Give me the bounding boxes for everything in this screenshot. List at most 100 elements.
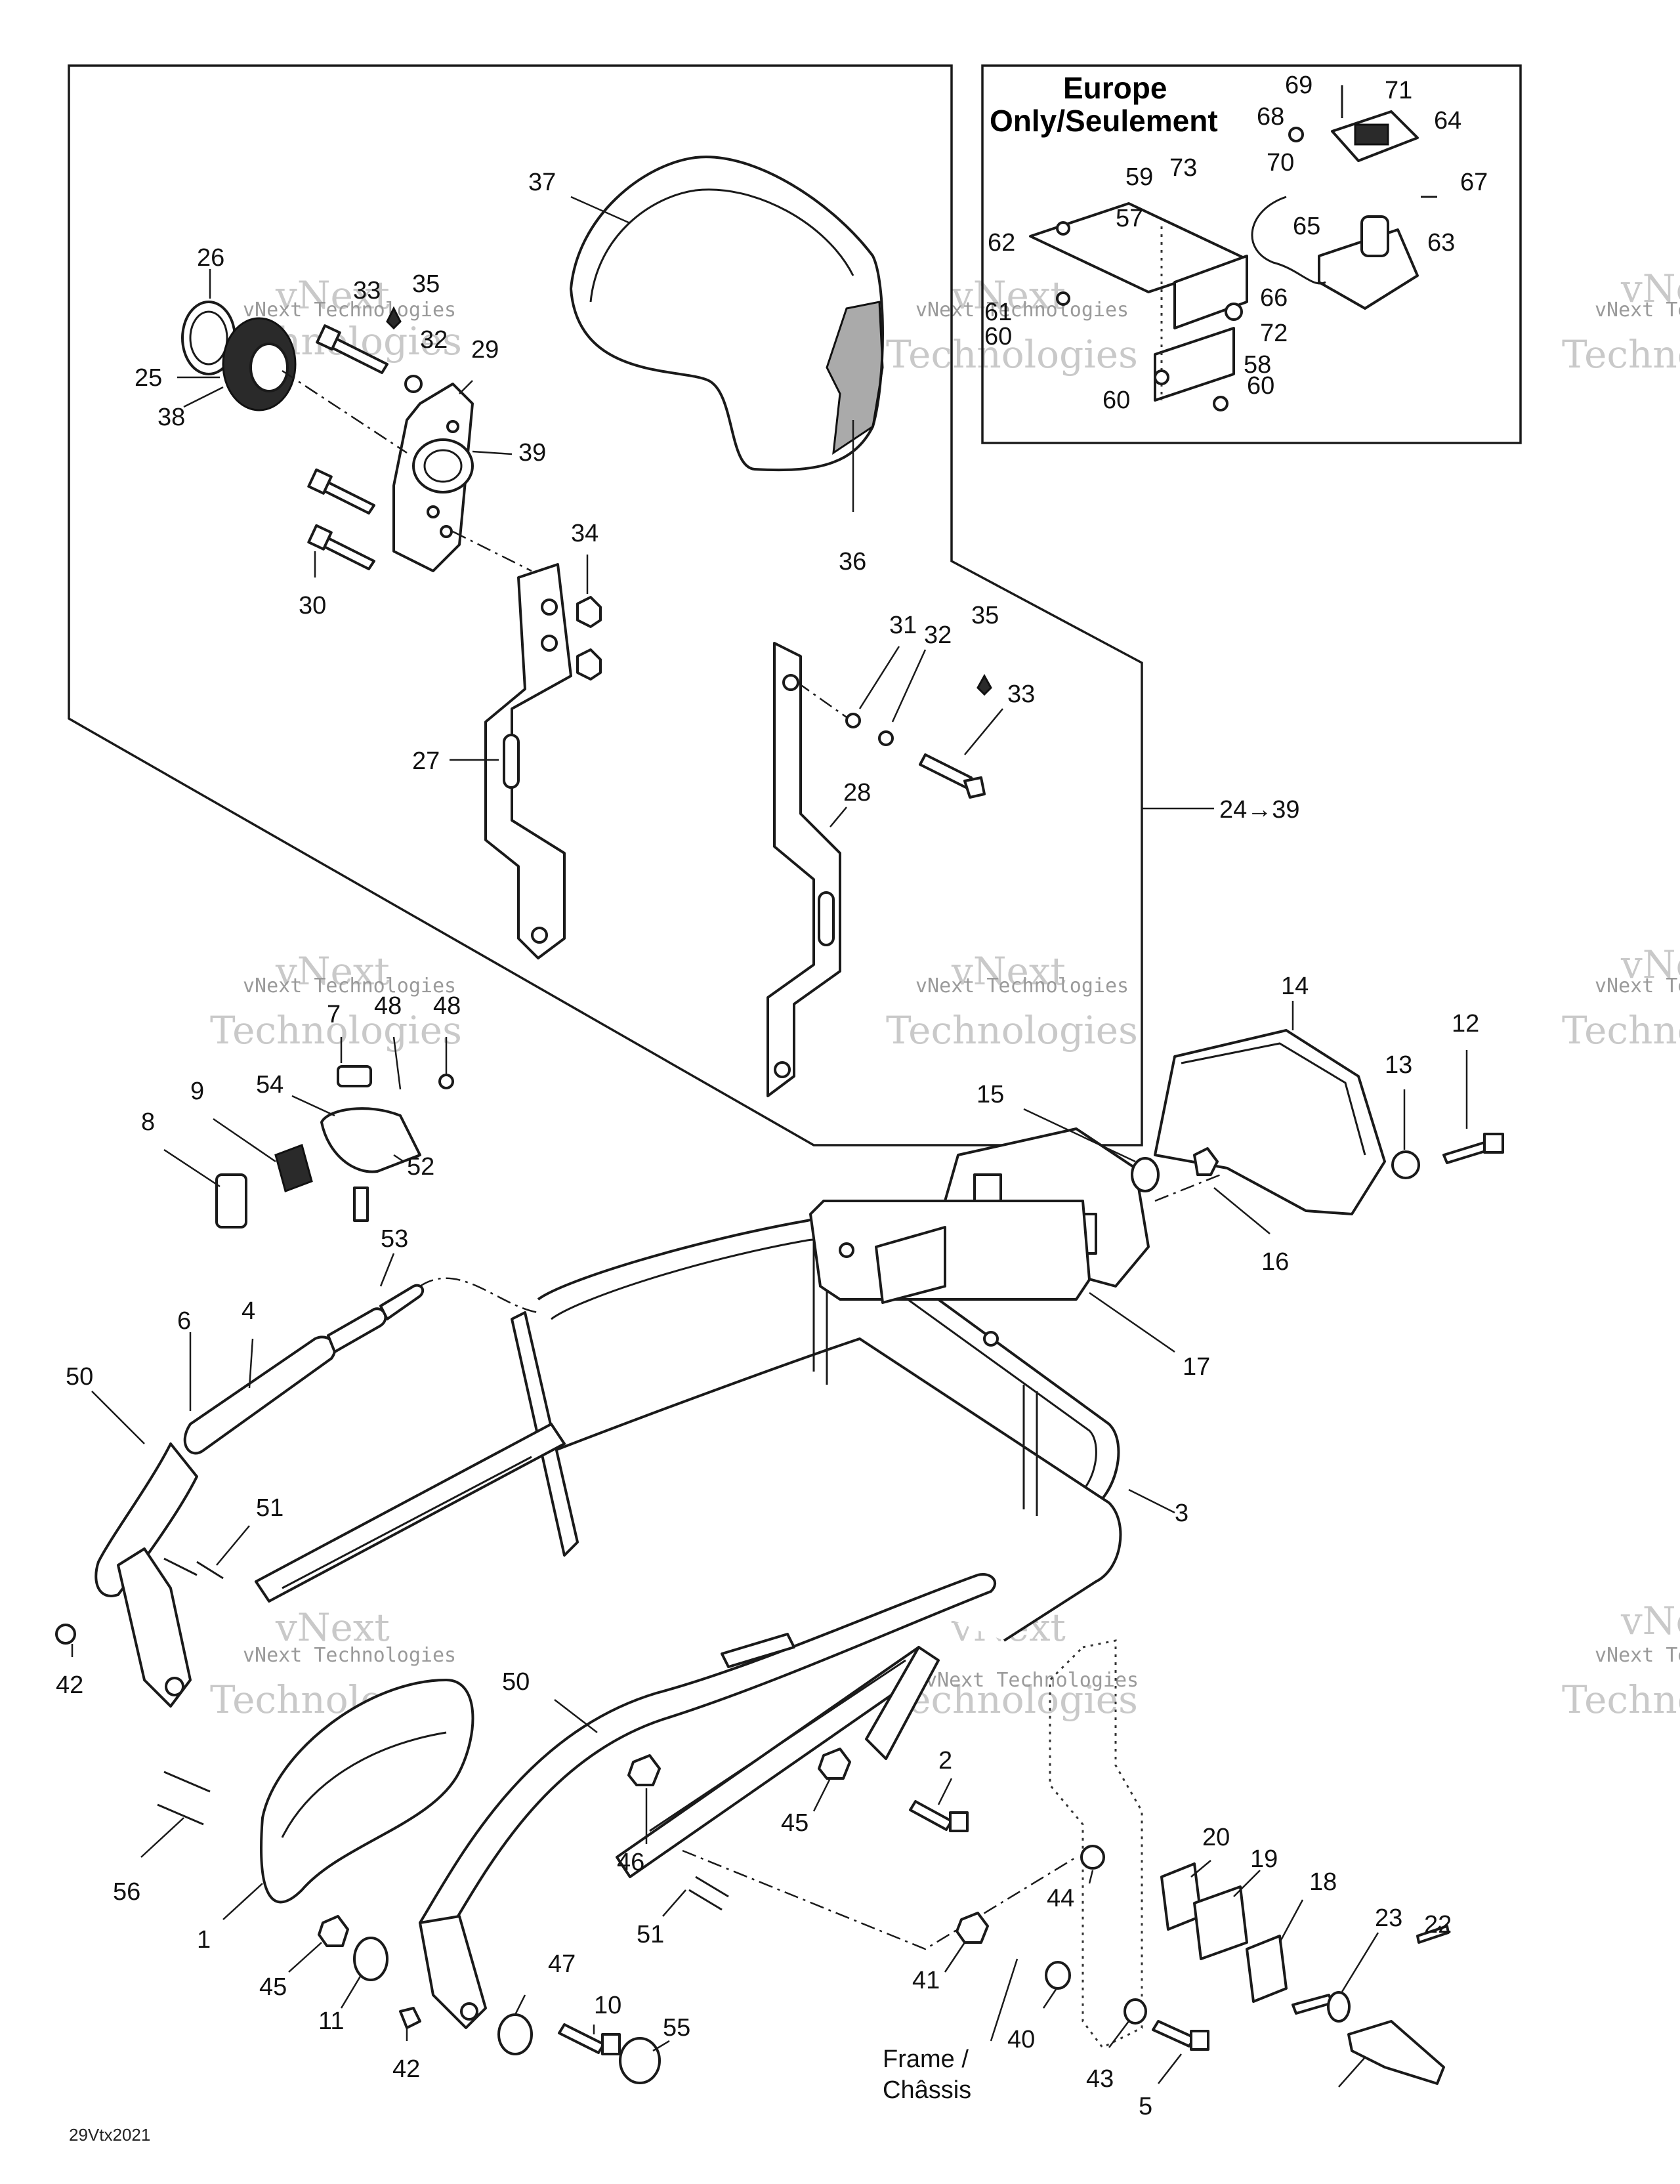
frame-label-line1: Frame / xyxy=(883,2046,969,2073)
callout: 16 xyxy=(1261,1248,1289,1276)
washer xyxy=(1124,1998,1147,2025)
hole xyxy=(531,927,548,944)
thread-lock-drop xyxy=(976,673,992,696)
rivet xyxy=(695,1876,729,1898)
leader xyxy=(1338,2057,1366,2088)
leader xyxy=(514,1994,526,2015)
bracket-28-body xyxy=(766,642,841,1097)
callout: 18 xyxy=(1309,1868,1337,1896)
lens-edge xyxy=(1181,1042,1366,1156)
watermark: vNext xyxy=(275,273,390,318)
watermark: Technologies xyxy=(886,1008,1138,1053)
callout: 42 xyxy=(392,2055,420,2083)
callout: 5 xyxy=(1139,2093,1152,2120)
bumper xyxy=(353,1937,388,1981)
nut xyxy=(627,1754,661,1786)
bracket-lower xyxy=(1154,327,1235,402)
gas-spring xyxy=(721,1633,795,1668)
leader xyxy=(222,1883,263,1920)
callout: 72 xyxy=(1260,320,1288,347)
callout: 52 xyxy=(407,1153,434,1181)
europe-only-box xyxy=(981,64,1522,444)
leader xyxy=(183,386,224,408)
washer xyxy=(404,375,423,393)
nut xyxy=(1213,396,1228,411)
lower-hardware xyxy=(627,1748,1077,1950)
callout: 10 xyxy=(594,1992,621,2019)
leader xyxy=(964,708,1003,755)
callout: 37 xyxy=(528,169,556,196)
lower-mount xyxy=(419,1915,487,2029)
lower-side-rail-slot xyxy=(649,1659,906,1832)
backrest-kit-outline xyxy=(68,64,1143,1146)
europe-title-line1: Europe xyxy=(1063,71,1167,105)
hole xyxy=(446,420,459,433)
callout: 30 xyxy=(299,592,326,620)
leader xyxy=(216,1525,250,1566)
bolt-head xyxy=(307,524,333,551)
license-bracket-assembly xyxy=(1029,85,1437,411)
adjustment-knob xyxy=(177,269,297,411)
side-rail xyxy=(255,1423,566,1603)
hole xyxy=(774,1061,791,1078)
callout: 31 xyxy=(889,612,917,639)
callout: 15 xyxy=(976,1081,1004,1108)
rack-frame xyxy=(537,1200,1175,1642)
watermark: Technologies xyxy=(1562,332,1680,377)
callout: 50 xyxy=(66,1363,93,1391)
washer xyxy=(1391,1150,1420,1179)
leader xyxy=(392,1036,402,1090)
switch-cap xyxy=(215,1173,247,1228)
callout: 64 xyxy=(1434,107,1461,135)
nut xyxy=(576,648,602,681)
leader xyxy=(1341,1932,1379,1992)
leader xyxy=(291,1095,335,1117)
nut xyxy=(1193,1147,1219,1176)
callout: 19 xyxy=(1250,1845,1278,1873)
callout: 9 xyxy=(190,1078,204,1105)
pin xyxy=(1292,1994,1334,2015)
leader xyxy=(1158,2053,1182,2084)
frame-label-line2: Châssis xyxy=(883,2076,971,2104)
leader xyxy=(213,1118,276,1163)
callout-range: 24→39 xyxy=(1219,796,1300,824)
spacer-plate xyxy=(1193,1885,1248,1960)
switch-housing xyxy=(320,1107,421,1173)
leader xyxy=(1233,1870,1261,1897)
callout: 38 xyxy=(158,404,185,431)
rivet xyxy=(157,1803,204,1826)
callout: 45 xyxy=(781,1809,808,1837)
bracket-slot xyxy=(818,891,835,946)
leader xyxy=(1023,1108,1136,1163)
callout: 13 xyxy=(1385,1051,1412,1079)
watermark: Technologies xyxy=(886,1677,1138,1722)
leader xyxy=(1088,1870,1094,1884)
callout: 48 xyxy=(374,992,402,1020)
watermark: Technologies xyxy=(1562,1677,1680,1722)
washer xyxy=(497,2013,533,2055)
leader xyxy=(91,1391,145,1444)
side-cover-edge xyxy=(281,1731,447,1838)
watermark: vNext Technologies xyxy=(1595,1644,1680,1667)
screw xyxy=(438,1074,454,1089)
watermark: vNext Technologies xyxy=(1595,975,1680,998)
upper-rivets xyxy=(55,1525,250,1657)
callout: 57 xyxy=(1116,205,1143,232)
backrest-bracket-right xyxy=(766,642,1003,1097)
watermark: vNext xyxy=(275,1605,390,1650)
callout: 70 xyxy=(1267,149,1294,177)
plate-lamp-lens xyxy=(1354,123,1389,146)
lower-side-rail xyxy=(616,1646,933,1878)
hole xyxy=(460,2002,478,2021)
lamp-wire xyxy=(1251,196,1326,285)
diagram-code: 29Vtx2021 xyxy=(69,2125,150,2145)
bolt-head xyxy=(949,1811,969,1832)
callout: 53 xyxy=(381,1225,408,1253)
callout: 56 xyxy=(113,1878,140,1906)
leader xyxy=(944,1942,966,1973)
leader xyxy=(570,196,631,224)
watermark: vNext Technologies xyxy=(243,1644,456,1667)
axis-line xyxy=(682,1849,1077,1950)
leader xyxy=(990,1958,1018,2042)
